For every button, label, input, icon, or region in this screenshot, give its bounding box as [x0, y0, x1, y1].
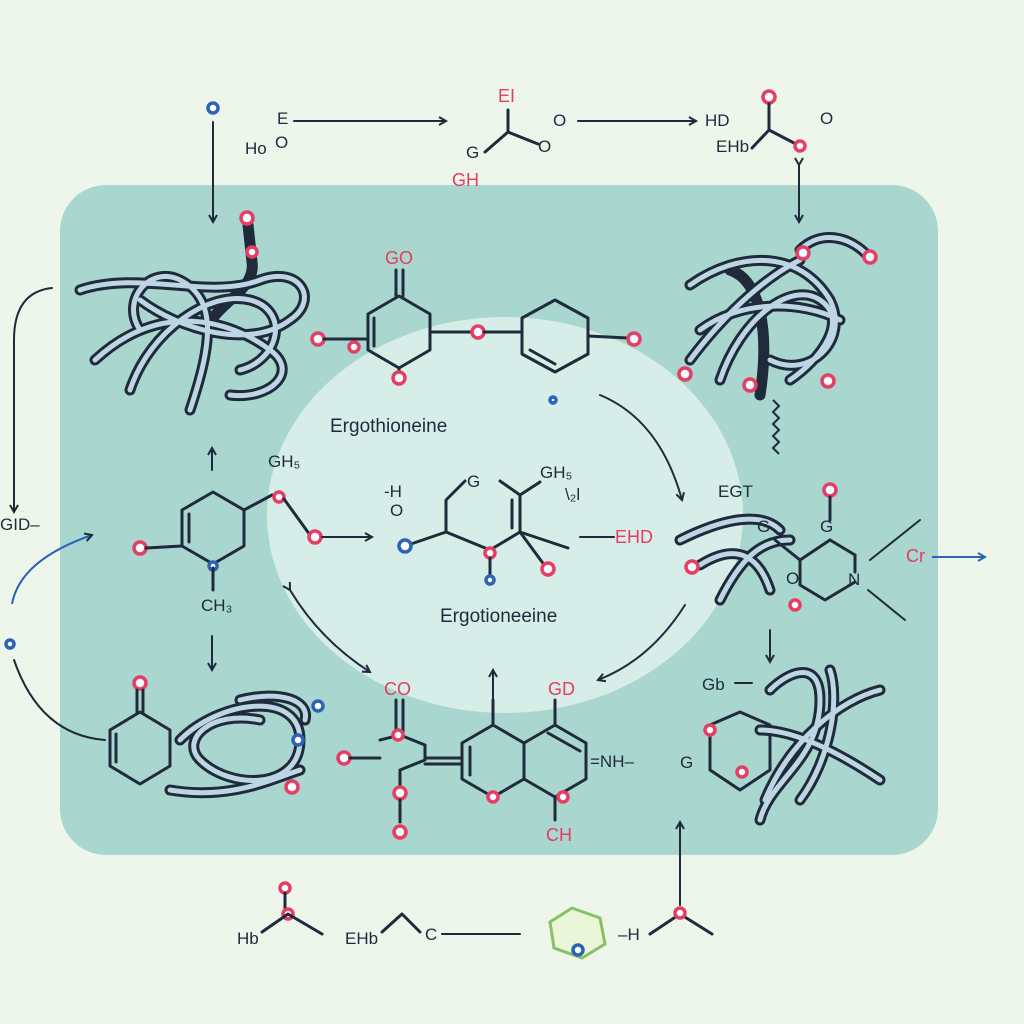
label-ehb: EHb	[716, 137, 749, 156]
label-gd: GID–	[0, 515, 40, 534]
label-g: G	[466, 143, 479, 162]
label-g: G	[467, 472, 480, 491]
label-o: O	[538, 137, 551, 156]
arrow-double-curve-left	[290, 590, 370, 672]
label-cr: Cr	[906, 546, 925, 566]
arrow-curve-up	[11, 535, 92, 605]
label-o: O	[275, 133, 288, 152]
label-n: N	[848, 570, 860, 589]
label-ehd: EHD	[615, 527, 653, 547]
molecule-left-middle: GH₅ CH₃	[132, 448, 372, 670]
label-h: -H	[384, 482, 402, 501]
label-o: O	[786, 569, 799, 588]
label-o: O	[820, 109, 833, 128]
label-o: O	[390, 501, 403, 520]
label-ghs: GH₅	[268, 452, 300, 471]
label-go: GO	[385, 248, 413, 268]
protein-tangle-bottom-right: Gb G	[680, 664, 886, 906]
label-gd: GD	[548, 679, 575, 699]
label-o: O	[553, 111, 566, 130]
label-ext: \₂l	[565, 485, 580, 504]
center-highlight-ellipse	[267, 317, 743, 713]
oxygen-atom	[206, 101, 220, 115]
bond	[750, 128, 771, 150]
left-cycle-arrows: GID–	[0, 287, 106, 741]
bond	[506, 130, 540, 146]
label-ghs: GH₅	[540, 463, 572, 482]
label-g: G	[680, 753, 693, 772]
label-co: CO	[384, 679, 411, 699]
molecule-center: -H O G GH₅ \₂l	[384, 463, 580, 586]
label-ch3: CH₃	[201, 596, 232, 615]
label-c: C	[425, 925, 437, 944]
label-hd: HD	[705, 111, 730, 130]
bottom-reaction-row: Hb EHb C –H	[237, 881, 714, 960]
label-g: G	[820, 517, 833, 536]
label-ch: CH	[546, 825, 572, 845]
label-ei: EI	[498, 86, 515, 106]
molecule-top-center: GO	[310, 248, 642, 405]
label-e: E	[277, 109, 288, 128]
label-h: –H	[618, 925, 640, 944]
molecule-right: EGT EHD G G O N Cr	[579, 482, 985, 662]
label-nh: =NH–	[590, 752, 634, 771]
label-gh: GH	[452, 170, 479, 190]
label-ehb: EHb	[345, 929, 378, 948]
top-reaction-row: E Ho O EI G GH O O HD EHb O	[206, 86, 833, 222]
label-hb: Hb	[237, 929, 259, 948]
protein-tangle-bottom-left	[108, 675, 325, 799]
label-ho: Ho	[245, 139, 267, 158]
protein-tangle-top-left	[74, 210, 310, 416]
label-g: G	[757, 517, 770, 536]
arrow-curve-down	[13, 659, 106, 741]
label-ergotioneeine: Ergotioneeine	[440, 606, 557, 627]
molecule-bottom-center: CO GD CH =NH–	[336, 670, 634, 845]
arrow-curve-right	[599, 394, 682, 500]
oxygen-atom	[761, 89, 777, 105]
label-gb: Gb	[702, 675, 725, 694]
bond	[483, 130, 510, 154]
bond	[767, 128, 796, 145]
oxygen-atom	[793, 139, 807, 153]
label-egt: EGT	[718, 482, 753, 501]
protein-tangle-top-right	[677, 232, 878, 455]
arrow-left-loop	[14, 287, 53, 512]
label-ergothioneine: Ergothioneine	[330, 416, 447, 437]
arrow-curve-bottom-right	[598, 604, 686, 680]
nitrogen-atom	[4, 638, 16, 650]
